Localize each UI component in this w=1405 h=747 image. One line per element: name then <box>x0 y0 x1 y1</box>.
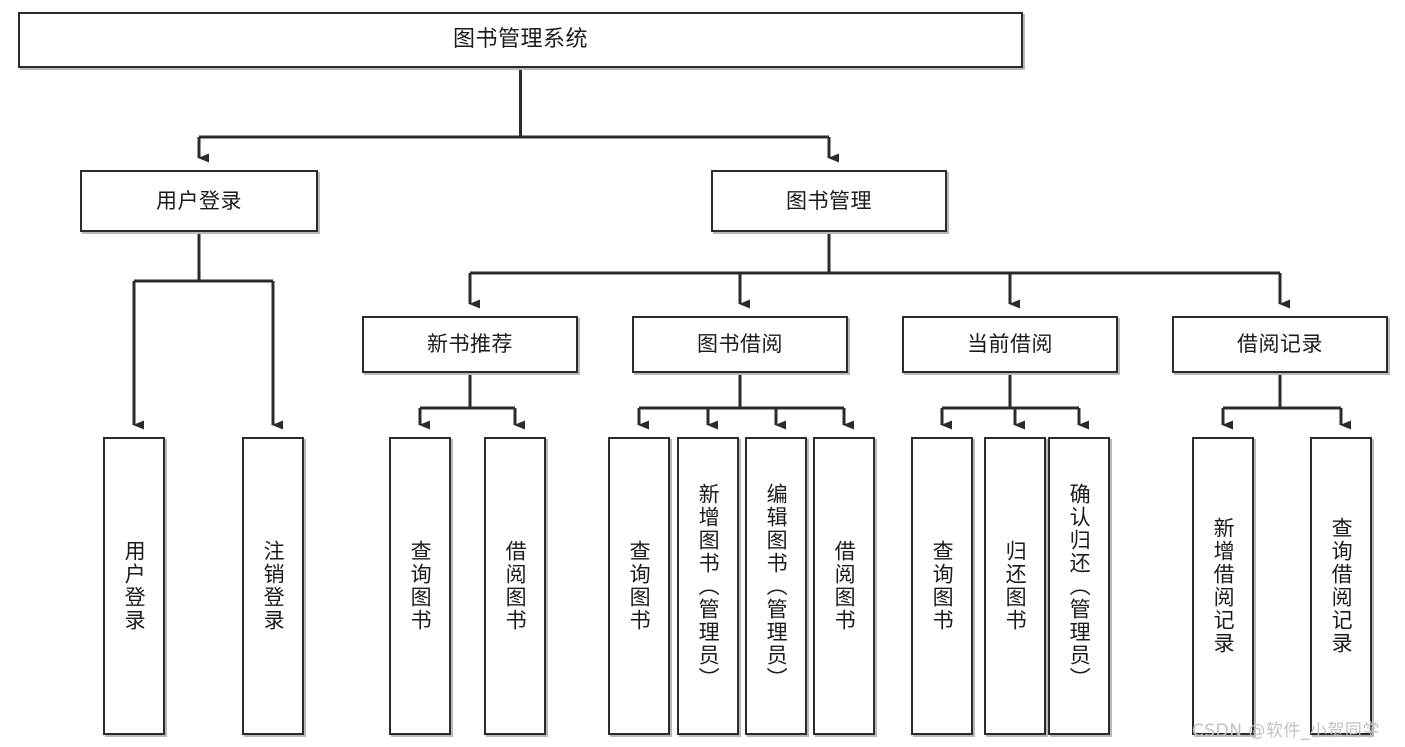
node-leaf-borrow-book-2[interactable]: 借阅图书 <box>813 437 875 735</box>
node-leaf-query-borrow-record-label: 查询借阅记录 <box>1329 517 1354 655</box>
node-user-login[interactable]: 用户登录 <box>80 170 318 232</box>
node-leaf-add-book-admin[interactable]: 新增图书（管理员） <box>677 437 739 735</box>
node-leaf-logout-login[interactable]: 注销登录 <box>242 437 304 735</box>
node-current-borrow-label: 当前借阅 <box>967 332 1053 357</box>
node-leaf-user-login[interactable]: 用户登录 <box>103 437 165 735</box>
node-borrow-record[interactable]: 借阅记录 <box>1172 316 1388 373</box>
node-user-login-label: 用户登录 <box>156 188 242 213</box>
node-leaf-borrow-book-1[interactable]: 借阅图书 <box>484 437 546 735</box>
node-book-management-label: 图书管理 <box>786 188 872 213</box>
node-leaf-add-borrow-record[interactable]: 新增借阅记录 <box>1192 437 1254 735</box>
node-book-borrow[interactable]: 图书借阅 <box>632 316 848 373</box>
node-root-system[interactable]: 图书管理系统 <box>18 12 1023 68</box>
node-root-label: 图书管理系统 <box>452 27 588 53</box>
node-leaf-query-book-2[interactable]: 查询图书 <box>608 437 670 735</box>
node-borrow-record-label: 借阅记录 <box>1237 332 1323 357</box>
node-book-management[interactable]: 图书管理 <box>711 170 947 232</box>
node-current-borrow[interactable]: 当前借阅 <box>902 316 1118 373</box>
node-leaf-query-book-1-label: 查询图书 <box>408 540 433 632</box>
node-book-borrow-label: 图书借阅 <box>697 332 783 357</box>
node-leaf-query-book-3-label: 查询图书 <box>930 540 955 632</box>
node-leaf-edit-book-admin-label: 编辑图书（管理员） <box>764 482 789 690</box>
node-leaf-logout-login-label: 注销登录 <box>261 540 286 632</box>
node-leaf-add-book-admin-label: 新增图书（管理员） <box>696 482 721 690</box>
node-leaf-add-borrow-record-label: 新增借阅记录 <box>1211 517 1236 655</box>
node-leaf-confirm-return-admin[interactable]: 确认归还（管理员） <box>1048 437 1110 735</box>
node-leaf-return-book[interactable]: 归还图书 <box>984 437 1046 735</box>
node-leaf-confirm-return-admin-label: 确认归还（管理员） <box>1067 482 1092 690</box>
node-leaf-query-borrow-record[interactable]: 查询借阅记录 <box>1310 437 1372 735</box>
node-leaf-query-book-1[interactable]: 查询图书 <box>389 437 451 735</box>
node-leaf-return-book-label: 归还图书 <box>1003 540 1028 632</box>
node-leaf-borrow-book-1-label: 借阅图书 <box>503 540 528 632</box>
node-leaf-user-login-label: 用户登录 <box>122 540 147 632</box>
node-leaf-query-book-3[interactable]: 查询图书 <box>911 437 973 735</box>
node-leaf-query-book-2-label: 查询图书 <box>627 540 652 632</box>
node-new-book-recommend-label: 新书推荐 <box>427 332 513 357</box>
node-leaf-edit-book-admin[interactable]: 编辑图书（管理员） <box>745 437 807 735</box>
node-leaf-borrow-book-2-label: 借阅图书 <box>832 540 857 632</box>
node-new-book-recommend[interactable]: 新书推荐 <box>362 316 578 373</box>
